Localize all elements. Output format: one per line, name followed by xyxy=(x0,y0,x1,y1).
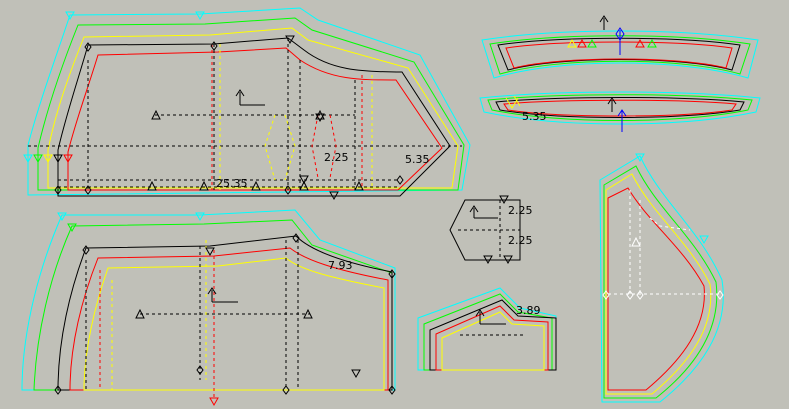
grain-arrow-icon xyxy=(207,287,238,303)
back-outline-yellow xyxy=(47,27,459,189)
grain-arrow-icon xyxy=(469,205,498,219)
back-panel-piece[interactable] xyxy=(27,7,471,197)
pocket-piece[interactable] xyxy=(417,287,557,371)
back-side-measure: 5.35 xyxy=(405,153,430,166)
back-markers xyxy=(54,35,404,201)
fly-outline-green xyxy=(603,165,718,399)
pocket-outline-black xyxy=(429,299,557,371)
grain-arrow-icon xyxy=(607,97,617,112)
fly-outline-cyan xyxy=(599,155,724,403)
front-outline-green xyxy=(33,219,393,391)
back-dart-measure: 2.25 xyxy=(324,151,349,164)
front-outline-black xyxy=(57,235,393,391)
lining-outline-green xyxy=(487,94,753,121)
front-curve-measure: 7.93 xyxy=(328,259,353,272)
front-outline-cyan xyxy=(21,209,396,391)
front-outline-red xyxy=(69,247,389,391)
lining-outline-black xyxy=(495,97,745,118)
flap-piece[interactable] xyxy=(449,195,521,265)
waistband-outline-red xyxy=(505,41,733,69)
flap-measure-b: 2.25 xyxy=(508,234,533,247)
back-outline-black xyxy=(57,37,451,197)
grain-arrow-icon xyxy=(235,89,265,106)
front-panel-piece[interactable] xyxy=(21,209,396,400)
lining-outline-cyan xyxy=(479,91,761,125)
grain-arrow-icon xyxy=(599,15,609,30)
back-outline-cyan xyxy=(27,7,471,196)
waistband-outline-green xyxy=(489,35,751,75)
fly-outline-red xyxy=(607,187,705,391)
back-construction-lines xyxy=(28,38,462,190)
pocket-outline-cyan xyxy=(417,287,557,371)
flap-measure-a: 2.25 xyxy=(508,204,533,217)
waistband-piece[interactable] xyxy=(481,15,759,79)
waistband-lining-piece[interactable] xyxy=(479,91,761,132)
front-markers xyxy=(54,233,396,395)
back-dart xyxy=(264,114,296,181)
pocket-measure: 3.89 xyxy=(516,304,541,317)
back-outline-red xyxy=(67,47,443,191)
front-outline-yellow xyxy=(83,257,385,391)
pocket-outline-yellow xyxy=(441,311,545,371)
waistband-outline-black xyxy=(497,37,741,71)
lining-outline-red xyxy=(503,99,737,117)
grain-arrow-icon xyxy=(475,309,506,325)
fly-outline-yellow xyxy=(605,173,712,395)
flap-outline xyxy=(449,199,521,261)
back-hem-measure: 25.35 xyxy=(216,177,248,190)
waistband-outline-cyan xyxy=(481,30,759,79)
waistband-measure: 5.35 xyxy=(522,110,547,123)
pocket-outline-red xyxy=(435,305,549,371)
back-outline-green xyxy=(37,17,465,191)
fly-piece[interactable] xyxy=(599,153,724,403)
